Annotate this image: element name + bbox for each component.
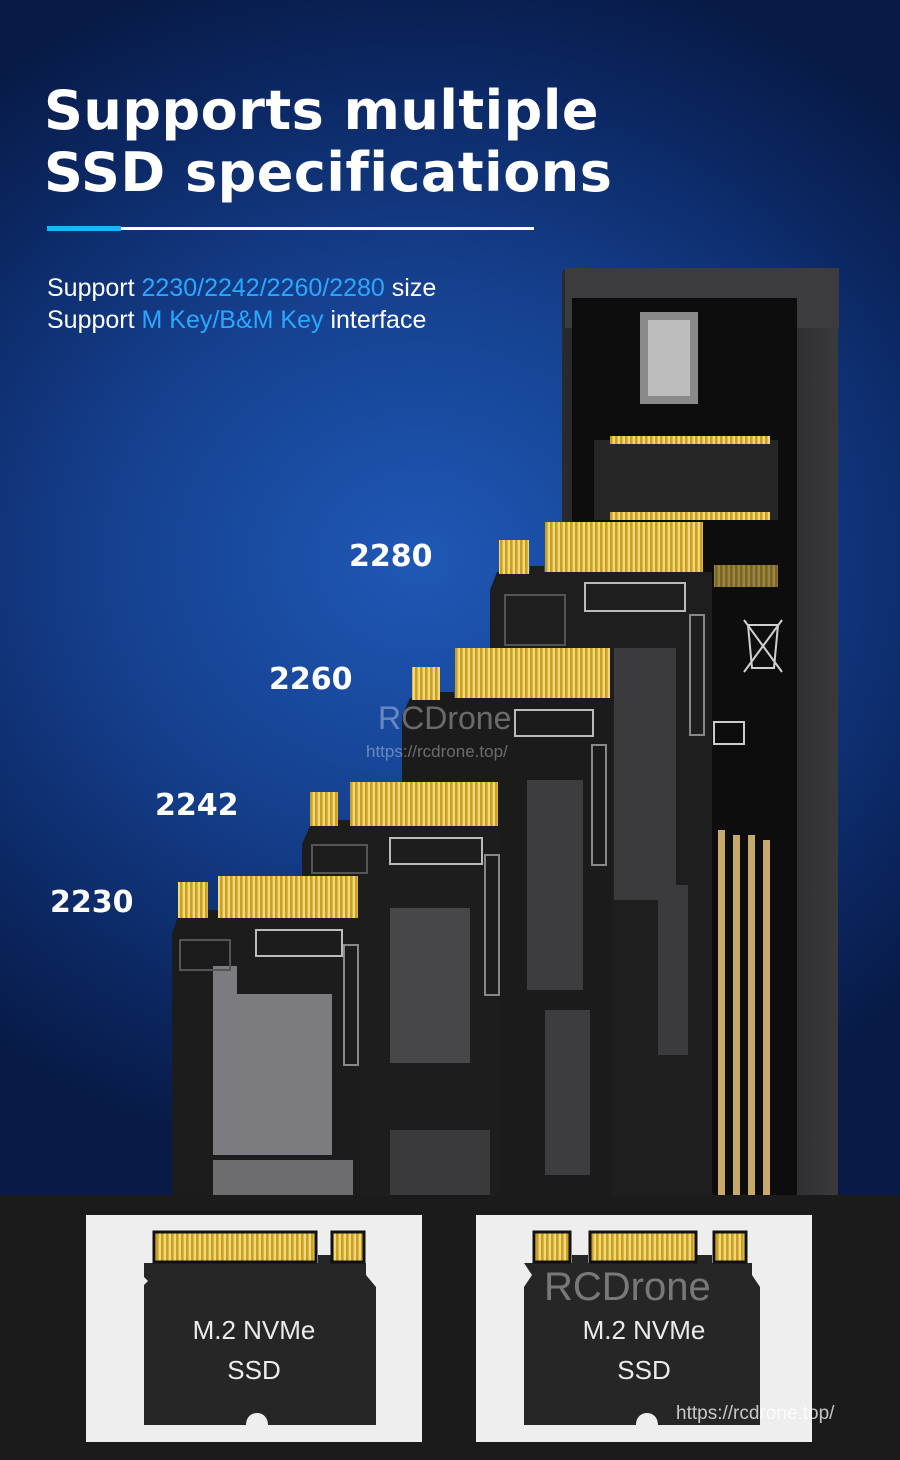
bm-key-card-line-2: SSD <box>617 1355 671 1385</box>
size-label-2230: 2230 <box>50 885 134 920</box>
key-comparison-section: M.2 NVMe SSD RCDrone M.2 NVMe SSD https:… <box>0 1195 900 1460</box>
size-label-2260: 2260 <box>269 662 353 697</box>
spec-interface-suffix: interface <box>323 306 427 334</box>
title-divider <box>47 227 534 230</box>
size-label-2280: 2280 <box>349 539 433 574</box>
watermark-url: https://rcdrone.top/ <box>366 742 508 761</box>
spec-size: Support 2230/2242/2260/2280 size <box>47 274 436 303</box>
bm-key-card-line-1: M.2 NVMe <box>582 1315 706 1345</box>
ssd-stack-illustration <box>172 268 839 1195</box>
m-key-card-line-1: M.2 NVMe <box>192 1315 316 1345</box>
size-label-2242: 2242 <box>155 788 239 823</box>
spec-size-suffix: size <box>384 274 437 302</box>
m-key-card-line-2: SSD <box>227 1355 281 1385</box>
page-title: Supports multiple SSD specifications <box>44 80 612 204</box>
hero-section: Supports multiple SSD specifications Sup… <box>0 0 900 1195</box>
m-key-card: M.2 NVMe SSD <box>86 1215 422 1442</box>
title-divider-accent <box>47 226 121 231</box>
ssd-2230 <box>172 876 360 1195</box>
bm-key-card: RCDrone M.2 NVMe SSD https://rcdrone.top… <box>476 1215 834 1442</box>
card-watermark-url: https://rcdrone.top/ <box>676 1403 835 1424</box>
watermark-brand: RCDrone <box>378 700 512 736</box>
title-line-1: Supports multiple <box>44 79 599 142</box>
spec-interface: Support M Key/B&M Key interface <box>47 306 426 335</box>
title-line-2: SSD specifications <box>44 141 613 204</box>
bm-key-ssd-icon <box>524 1230 760 1425</box>
spec-interface-prefix: Support <box>47 306 142 334</box>
card-watermark-brand: RCDrone <box>544 1265 711 1309</box>
spec-interface-values: M Key/B&M Key <box>141 306 324 334</box>
spec-size-values: 2230/2242/2260/2280 <box>141 274 385 302</box>
m-key-ssd-icon <box>144 1230 376 1425</box>
spec-size-prefix: Support <box>47 274 142 302</box>
